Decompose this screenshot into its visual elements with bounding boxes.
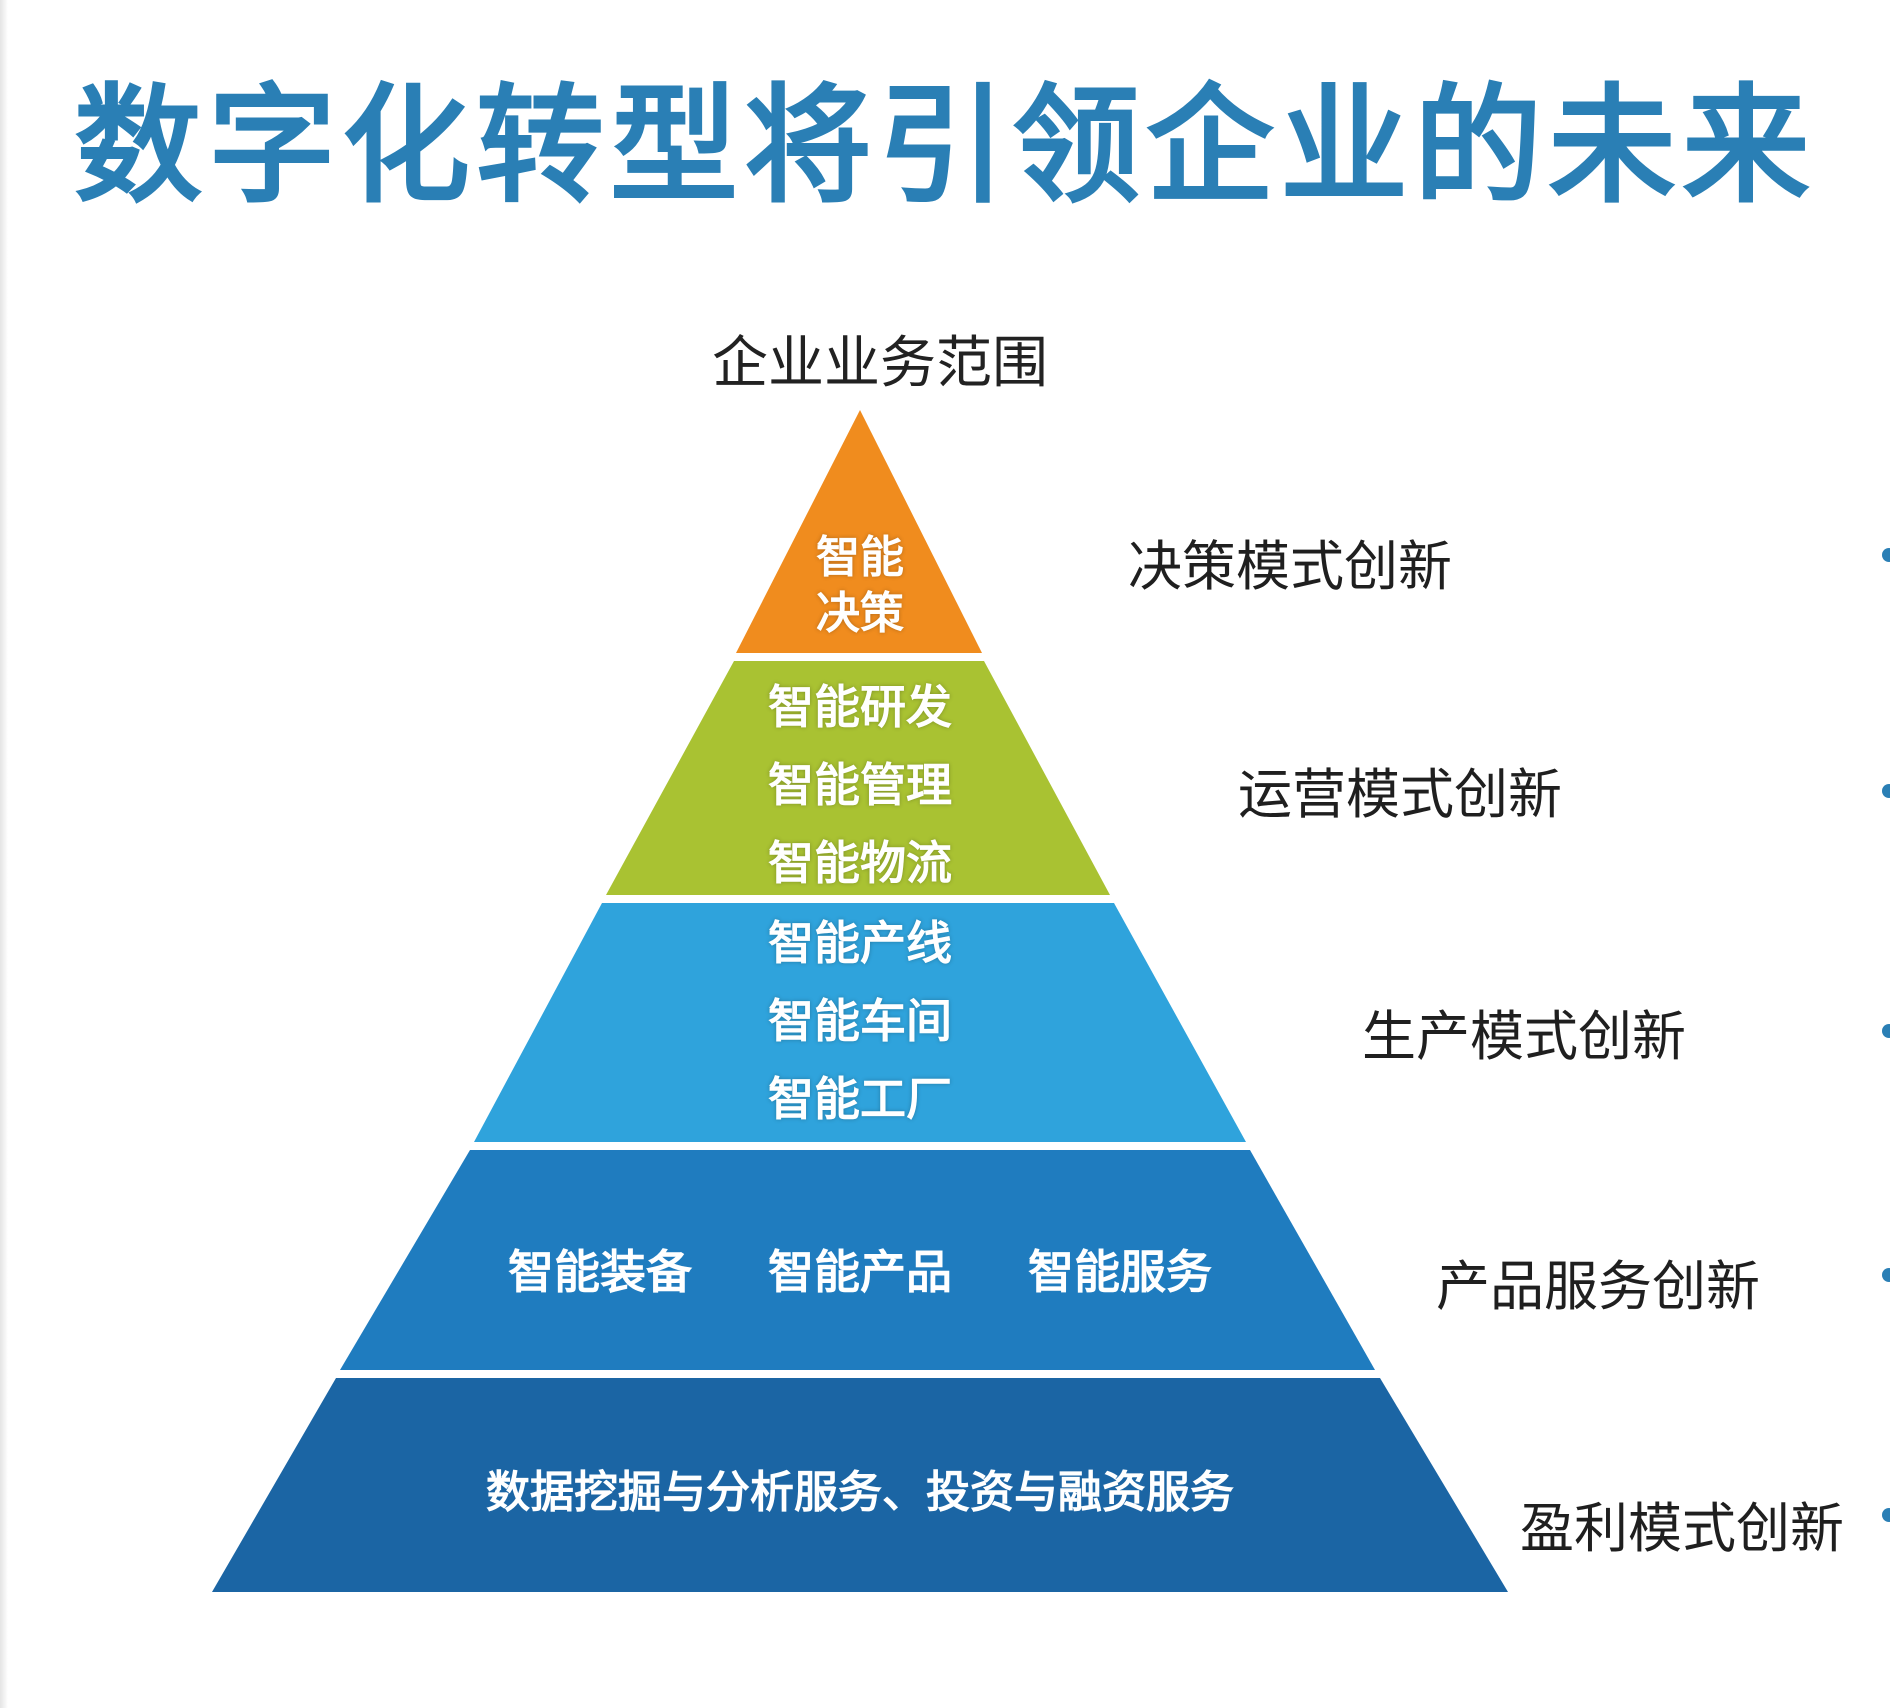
production-line-1: 智能产线 [768,916,952,970]
product-item-1: 智能装备 [508,1245,692,1299]
pyramid-level-product [340,1150,1375,1370]
production-line-2: 智能车间 [768,994,952,1048]
pyramid-level-operation [606,661,1110,895]
left-edge-shadow [0,0,8,1708]
product-item-3: 智能服务 [1028,1245,1212,1299]
edge-marker-3 [1882,1024,1890,1038]
product-item-2: 智能产品 [768,1245,952,1299]
product-level-items: 智能装备 智能产品 智能服务 [440,1236,1280,1302]
production-level-text: 智能产线 智能车间 智能工厂 [710,904,1010,1138]
innovation-label-product: 产品服务创新 [1436,1255,1760,1318]
operation-level-text: 智能研发 智能管理 智能物流 [710,668,1010,902]
innovation-label-operation: 运营模式创新 [1238,763,1562,826]
edge-marker-1 [1882,548,1890,562]
pyramid-level-production [474,903,1246,1142]
operation-line-1: 智能研发 [768,680,952,734]
profit-level-text: 数据挖掘与分析服务、投资与融资服务 [486,1467,1234,1518]
edge-marker-2 [1882,784,1890,798]
innovation-label-profit: 盈利模式创新 [1520,1497,1844,1560]
innovation-label-production: 生产模式创新 [1362,1005,1686,1068]
decision-level-text: 智能 决策 [780,530,940,642]
edge-marker-4 [1882,1268,1890,1282]
edge-marker-5 [1882,1508,1890,1522]
enterprise-scope-label: 企业业务范围 [712,331,1048,396]
decision-line-1: 智能 [816,532,904,583]
decision-line-2: 决策 [816,588,904,639]
operation-line-2: 智能管理 [768,758,952,812]
production-line-3: 智能工厂 [768,1072,952,1126]
page-title: 数字化转型将引领企业的未来 [73,72,1816,221]
pyramid-level-profit [212,1378,1508,1592]
innovation-label-decision: 决策模式创新 [1128,535,1452,598]
operation-line-3: 智能物流 [768,836,952,890]
pyramid-level-decision [736,410,982,653]
